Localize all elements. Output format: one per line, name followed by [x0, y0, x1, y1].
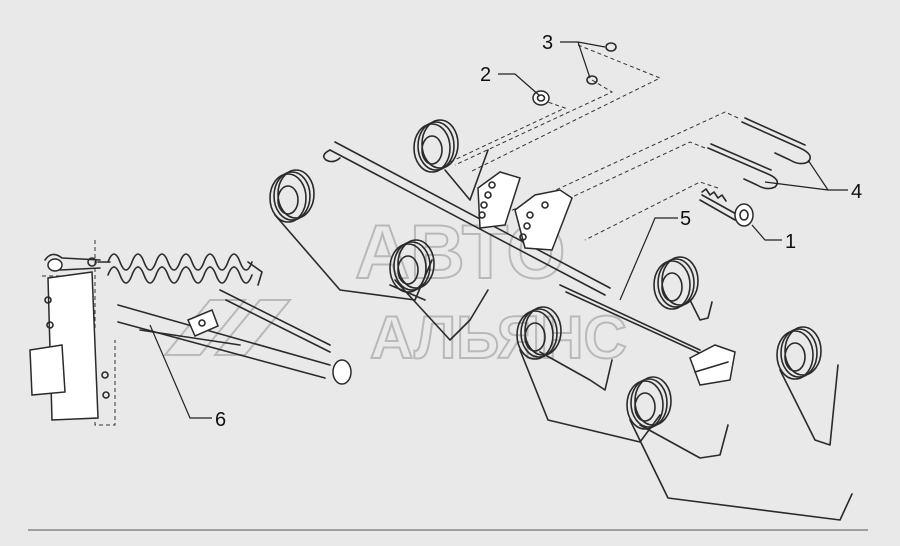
callout-6: 6 — [215, 409, 226, 431]
watermark-emblem — [162, 299, 293, 356]
callout-3: 3 — [542, 32, 553, 54]
part-rings — [586, 42, 617, 85]
callout-5: 5 — [680, 208, 691, 230]
coil-1 — [269, 169, 315, 223]
leader-lines — [149, 41, 848, 419]
part-tine-bar — [322, 141, 736, 386]
coil-6 — [626, 376, 672, 430]
coil-5 — [653, 256, 699, 310]
callout-2: 2 — [480, 64, 491, 86]
watermark-line2: АЛЬЯНС — [370, 304, 627, 371]
part-nut — [532, 90, 550, 106]
part-bolt — [699, 188, 754, 227]
tine-wires — [274, 149, 853, 521]
coil-7 — [776, 326, 822, 380]
coil-2 — [413, 119, 459, 173]
part-spring-lever — [29, 253, 352, 421]
callout-4: 4 — [851, 181, 862, 203]
part-u-bolts — [707, 117, 811, 190]
callout-labels: 1 2 3 4 5 6 — [215, 32, 862, 431]
coil-4 — [516, 306, 562, 360]
callout-1: 1 — [785, 231, 796, 253]
